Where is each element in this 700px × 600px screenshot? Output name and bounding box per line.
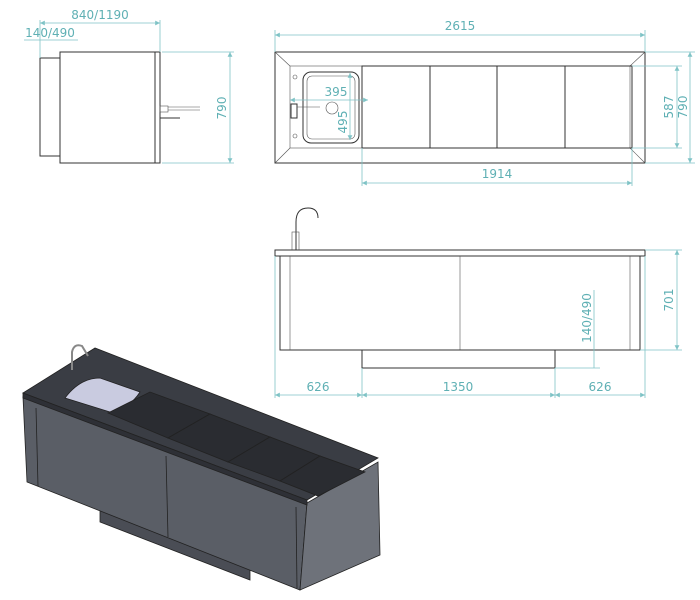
base-unit	[361, 349, 556, 369]
dimension-width: 840/1190	[39, 8, 161, 58]
perforated-panel	[361, 65, 431, 149]
dim-label: 140/490	[25, 26, 75, 40]
perforated-panel	[564, 65, 633, 149]
faucet-icon	[291, 207, 319, 251]
perforated-panel	[429, 65, 498, 149]
top-edge	[154, 51, 161, 164]
dimension-bottom: 626 1350 626	[274, 256, 646, 398]
iso-perforated-panel	[279, 455, 367, 497]
dim-label: 587	[662, 96, 676, 119]
dimension-depth: 790	[645, 51, 695, 164]
top-view: 2615 395 495 587 790 1914	[274, 19, 695, 186]
dim-label: 701	[662, 289, 676, 312]
dim-label: 840/1190	[71, 8, 129, 22]
dim-label: 1914	[482, 167, 513, 181]
dim-label: 140/490	[580, 293, 594, 343]
dimension-inner-depth: 587	[632, 65, 682, 149]
faucet-icon	[159, 105, 200, 119]
dimension-sink-depth: 495	[336, 73, 353, 140]
dimension-length: 2615	[274, 19, 646, 52]
dim-label: 1350	[443, 380, 474, 394]
back-panel	[39, 57, 61, 157]
isometric-view	[22, 344, 381, 591]
dim-label: 395	[325, 85, 348, 99]
worktop	[274, 249, 646, 257]
dimension-base: 140/490	[555, 290, 600, 369]
dim-label: 790	[676, 96, 690, 119]
dim-label: 2615	[445, 19, 476, 33]
dimension-sink-width: 395	[290, 85, 368, 103]
dim-label: 626	[307, 380, 330, 394]
body-side	[59, 51, 156, 164]
front-view: 701 140/490 626 1350 626	[274, 207, 682, 398]
dimension-perforated-length: 1914	[361, 148, 633, 186]
faucet-icon	[290, 103, 298, 119]
dim-label: 495	[336, 111, 350, 134]
side-view: 840/1190 140/490 790	[24, 8, 234, 164]
perforated-panel	[496, 65, 566, 149]
dim-label: 790	[215, 97, 229, 120]
sink	[290, 71, 360, 144]
dim-label: 626	[589, 380, 612, 394]
dimension-height: 701	[640, 249, 682, 351]
perforated-panels	[361, 65, 633, 149]
dimension-height: 790	[162, 51, 234, 164]
dimension-back: 140/490	[24, 26, 78, 41]
faucet-icon	[71, 344, 89, 370]
